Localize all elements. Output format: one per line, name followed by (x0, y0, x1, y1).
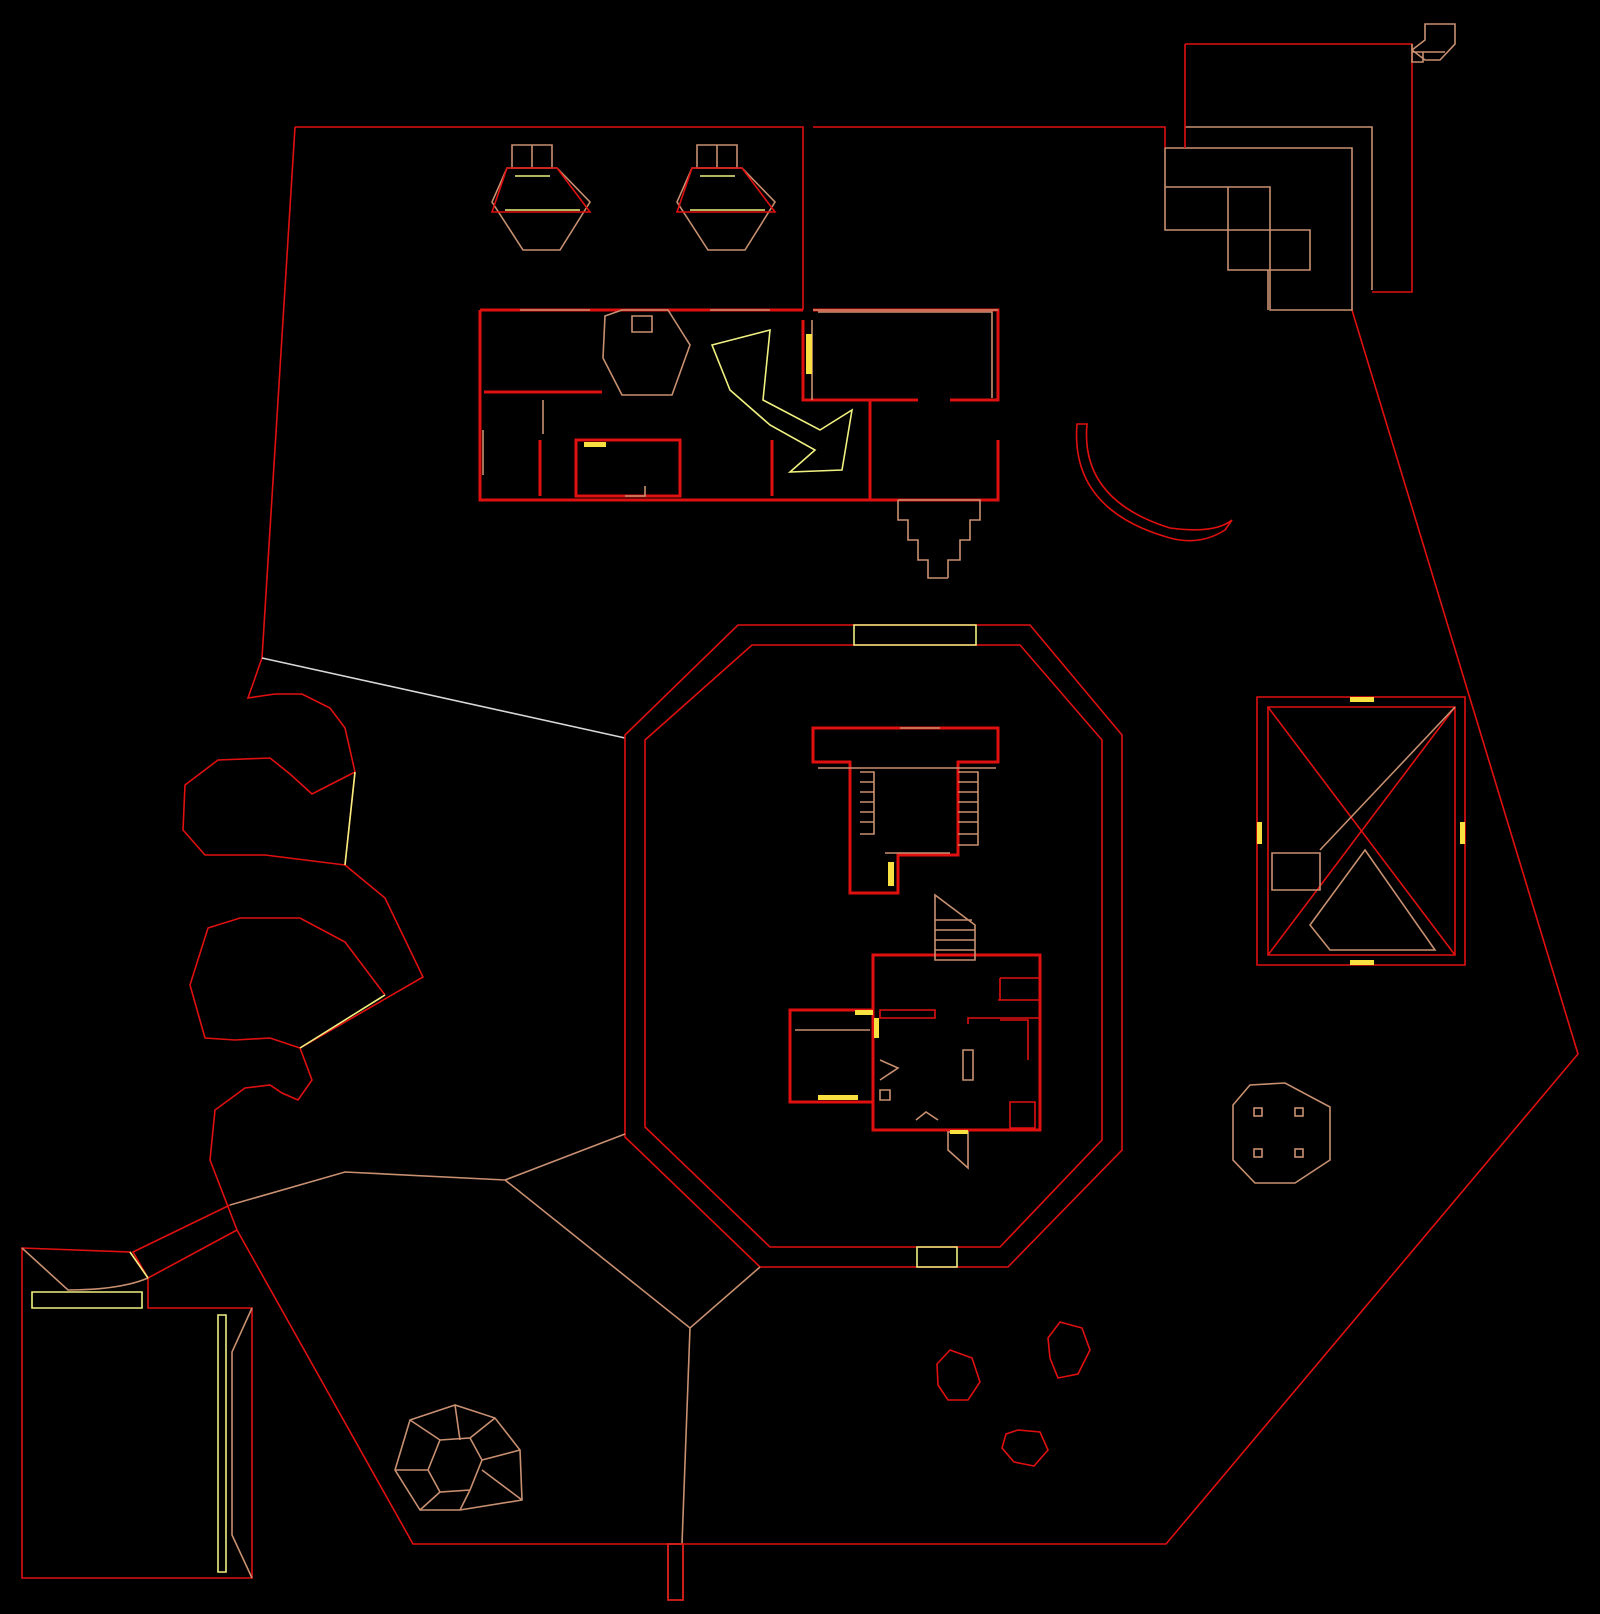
south-boulders-line (1001, 1429, 1049, 1467)
east-crossed-building-marker (1350, 960, 1374, 965)
central-building-line (710, 328, 854, 473)
inner-house-line (947, 1131, 969, 1170)
inner-stairwell-room-line (818, 727, 996, 854)
south-path-line (229, 1133, 761, 1601)
west-caves (182, 757, 425, 1231)
northeast-tower (1184, 23, 1456, 293)
curved-wall-line (897, 499, 981, 579)
southwest-building-line (31, 1251, 227, 1573)
inner-stairwell-room-line (860, 771, 875, 835)
east-crossed-building-marker (1257, 822, 1262, 844)
central-building-line (520, 309, 998, 497)
northeast-tower-line (1410, 23, 1456, 63)
southwest-building-line (131, 1204, 238, 1280)
octagon-fortress-line (853, 624, 977, 646)
north-balcony-left (490, 144, 592, 251)
central-building-marker (806, 334, 812, 374)
northeast-stairs-line (1164, 126, 1373, 311)
inner-house (788, 893, 1042, 1170)
main-outer-boundary-line (246, 126, 356, 773)
southwest-building (21, 1204, 253, 1579)
north-balcony-left-line (491, 167, 592, 251)
south-path (229, 1133, 761, 1601)
west-caves-line (209, 771, 425, 1231)
central-building (478, 308, 1000, 502)
east-crossed-building-line (1271, 706, 1456, 951)
east-crossed-building (1256, 696, 1466, 966)
curved-wall (897, 423, 1233, 579)
main-outer-boundary (236, 126, 1579, 1545)
southwest-spiral-line (395, 1404, 523, 1511)
octagon-fortress-line (624, 624, 1123, 1268)
inner-house-marker (950, 1130, 968, 1134)
northeast-stairs (1164, 126, 1373, 311)
inner-house-line (795, 1029, 974, 1121)
south-boulders-line (936, 1349, 981, 1401)
east-pillar-platform (1232, 1082, 1331, 1184)
north-balcony-left-line (490, 167, 592, 213)
north-balcony-right-line (690, 175, 765, 211)
inner-house-line (788, 953, 1042, 1132)
inner-house-marker (874, 1018, 879, 1038)
inner-house-marker (818, 1095, 858, 1100)
main-outer-boundary-line (236, 309, 1579, 1545)
east-pillar-platform-box (1253, 1148, 1263, 1158)
east-pillar-platform-box (1253, 1107, 1263, 1117)
north-balcony-right-line (676, 167, 777, 251)
octagon-fortress-line (916, 1246, 958, 1268)
central-building-marker (584, 442, 606, 447)
east-crossed-building-line (1267, 706, 1456, 956)
north-balcony-right (675, 144, 777, 251)
east-pillar-platform-box (1294, 1148, 1304, 1158)
central-building-line (813, 308, 1000, 502)
inner-stairwell-room-line (811, 726, 1000, 895)
north-balcony-right-line (675, 167, 777, 213)
southwest-spiral (394, 1404, 523, 1511)
northeast-tower-line (1184, 43, 1413, 293)
inner-house-line (934, 893, 976, 961)
north-balcony-right-line (696, 144, 738, 169)
south-boulders (936, 1321, 1091, 1467)
inner-house-line (879, 977, 1041, 1129)
octagon-fortress (624, 624, 1123, 1268)
east-pillar-platform-box (1294, 1107, 1304, 1117)
inner-stairwell-room (811, 726, 1000, 895)
inner-stairwell-room-marker (888, 862, 894, 886)
east-pillar-platform-line (1232, 1082, 1331, 1184)
north-balcony-left-line (511, 144, 553, 169)
southwest-spiral-line (394, 1404, 523, 1511)
octagon-fortress-line (644, 644, 1103, 1248)
south-boulders-line (1047, 1321, 1091, 1379)
main-outer-boundary-line (295, 126, 1166, 310)
inner-house-marker (855, 1010, 873, 1015)
main-outer-boundary-line (261, 657, 626, 739)
north-balcony-left-line (505, 175, 580, 211)
southwest-building-line (21, 1247, 253, 1579)
inner-stairwell-room-line (958, 771, 979, 846)
west-caves-line (189, 917, 386, 1049)
east-crossed-building-marker (1350, 697, 1374, 702)
south-path-line (667, 1543, 684, 1601)
west-caves-line (299, 771, 386, 1049)
curved-wall-line (1075, 423, 1233, 542)
east-crossed-building-marker (1460, 822, 1465, 844)
west-caves-line (182, 757, 356, 866)
